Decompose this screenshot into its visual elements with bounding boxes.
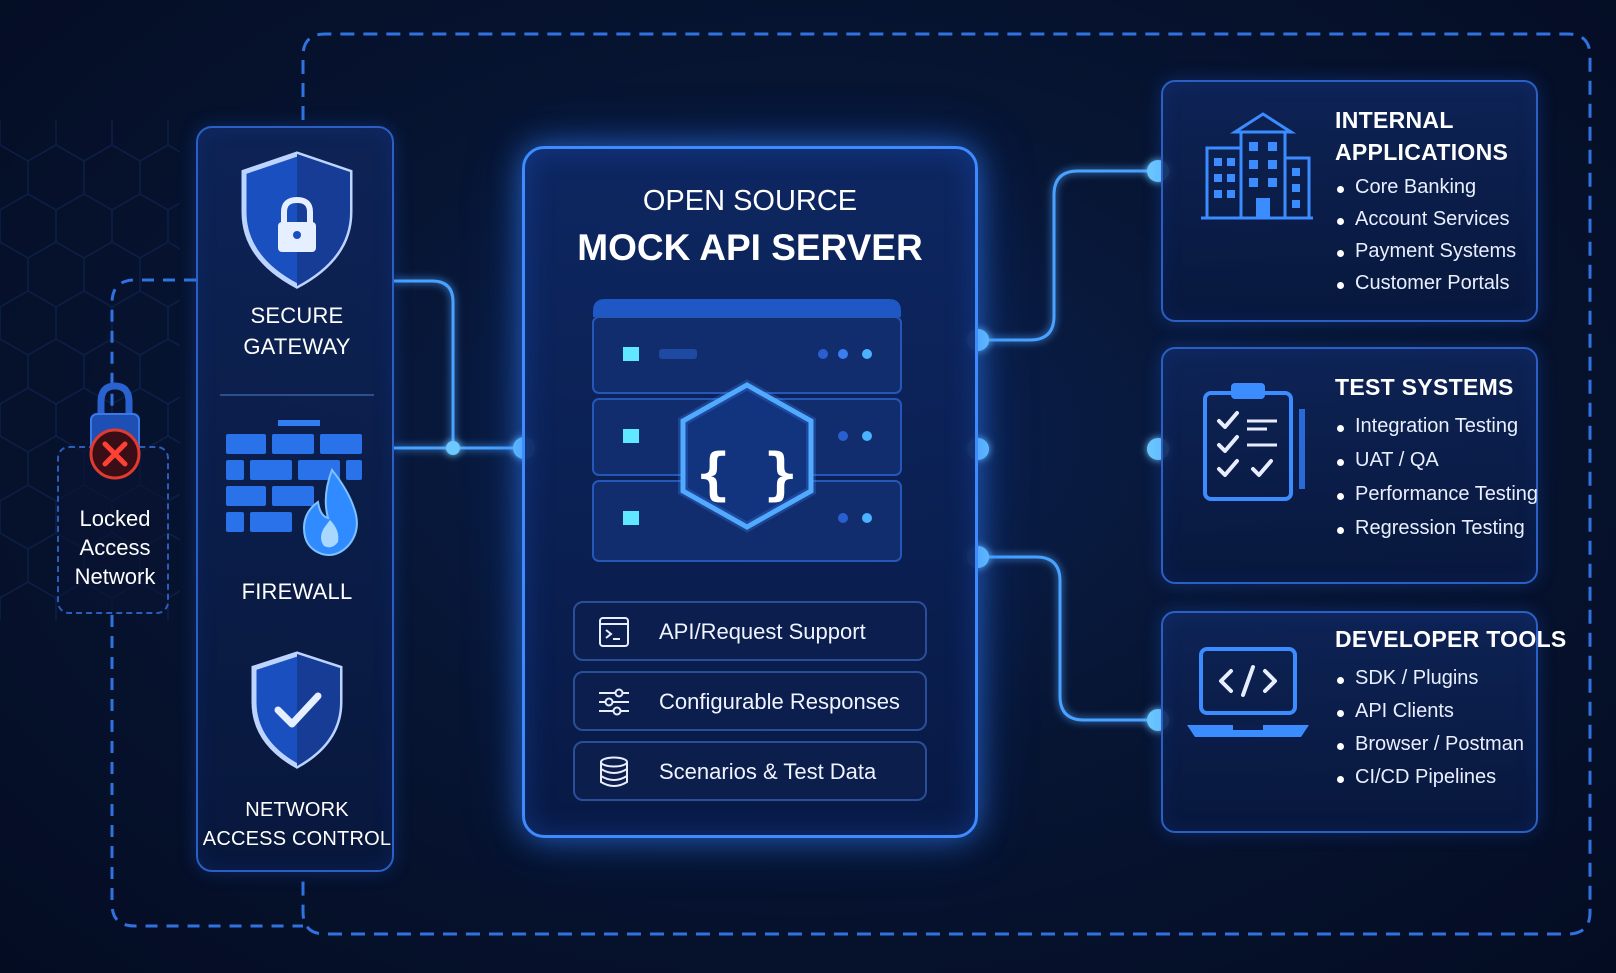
title-line: INTERNAL — [1335, 107, 1454, 133]
secure-gateway-label: SECURE GATEWAY — [198, 300, 396, 362]
label-line: GATEWAY — [243, 334, 351, 359]
list-item: CI/CD Pipelines — [1335, 766, 1524, 799]
feature-scenarios-test-data: Scenarios & Test Data — [573, 741, 927, 801]
list-item: API Clients — [1335, 700, 1524, 733]
connector-server-internal-apps — [978, 169, 1158, 342]
target-title: TEST SYSTEMS — [1335, 371, 1514, 403]
code-braces-hexagon-icon — [678, 379, 816, 533]
target-title: DEVELOPER TOOLS — [1335, 623, 1567, 655]
locked-label-line: Access — [79, 535, 151, 560]
firewall-label: FIREWALL — [241, 579, 353, 604]
feature-api-request-support: API/Request Support — [573, 601, 927, 661]
list-item: SDK / Plugins — [1335, 667, 1524, 700]
network-access-control-label: NETWORK ACCESS CONTROL — [198, 796, 396, 854]
buildings-icon — [1201, 112, 1313, 220]
list-item: Regression Testing — [1335, 517, 1538, 551]
title-line: TEST SYSTEMS — [1335, 374, 1514, 400]
list-item: Account Services — [1335, 208, 1516, 240]
divider — [220, 394, 374, 396]
title-line: DEVELOPER TOOLS — [1335, 626, 1567, 652]
feature-configurable-responses: Configurable Responses — [573, 671, 927, 731]
connector-server-dev-tools — [978, 555, 1158, 722]
target-list: SDK / Plugins API Clients Browser / Post… — [1335, 667, 1524, 799]
feature-label: API/Request Support — [659, 619, 866, 644]
list-item: Payment Systems — [1335, 240, 1516, 272]
locked-access-network: Locked Access Network — [57, 382, 171, 614]
list-item: Integration Testing — [1335, 415, 1538, 449]
list-item: Performance Testing — [1335, 483, 1538, 517]
target-list: Core Banking Account Services Payment Sy… — [1335, 176, 1516, 304]
title-line: APPLICATIONS — [1335, 139, 1509, 165]
internal-applications-panel: INTERNAL APPLICATIONS Core Banking Accou… — [1161, 80, 1538, 322]
sliders-icon — [599, 688, 629, 716]
laptop-code-icon — [1187, 647, 1309, 737]
connector-security-server — [394, 279, 524, 450]
terminal-icon — [599, 617, 629, 647]
database-icon — [600, 756, 628, 787]
inner-dashed-boundary — [110, 278, 303, 928]
label-line: ACCESS CONTROL — [202, 828, 392, 850]
code-braces-glyph: { } — [696, 442, 798, 507]
list-item: UAT / QA — [1335, 449, 1538, 483]
test-systems-panel: TEST SYSTEMS Integration Testing UAT / Q… — [1161, 347, 1538, 584]
mock-api-server-panel: OPEN SOURCE MOCK API SERVER { } — [522, 146, 978, 838]
label-line: SECURE — [250, 303, 344, 328]
connector-node — [446, 441, 460, 455]
outer-dashed-boundary — [301, 32, 1592, 936]
security-panel: SECURE GATEWAY FIREWALL NETWORK ACCESS C… — [196, 126, 394, 872]
developer-tools-panel: DEVELOPER TOOLS SDK / Plugins API Client… — [1161, 611, 1566, 833]
locked-label-line: Locked — [79, 506, 151, 531]
locked-network-label: Locked Access Network — [59, 504, 171, 591]
blocked-x-icon — [89, 428, 141, 480]
shield-lock-icon — [241, 151, 353, 289]
server-title-line1: OPEN SOURCE — [642, 185, 858, 217]
feature-label: Scenarios & Test Data — [659, 759, 877, 784]
server-title-line2: MOCK API SERVER — [577, 227, 923, 268]
locked-label-line: Network — [74, 564, 156, 589]
list-item: Core Banking — [1335, 176, 1516, 208]
clipboard-checklist-icon — [1203, 383, 1305, 501]
shield-check-icon — [251, 651, 343, 769]
target-title: INTERNAL APPLICATIONS — [1335, 104, 1508, 168]
target-list: Integration Testing UAT / QA Performance… — [1335, 415, 1538, 551]
label-line: NETWORK — [245, 799, 349, 821]
list-item: Browser / Postman — [1335, 733, 1524, 766]
server-rack-icon — [592, 299, 902, 562]
list-item: Customer Portals — [1335, 272, 1516, 304]
server-unit — [592, 316, 902, 394]
firewall-icon — [226, 420, 362, 556]
feature-label: Configurable Responses — [659, 689, 900, 714]
